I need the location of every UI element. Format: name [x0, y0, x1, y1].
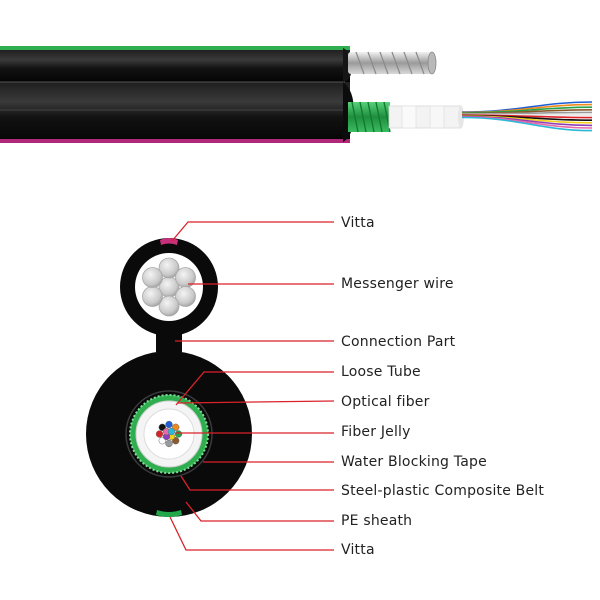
label-fiber-jelly: Fiber Jelly — [341, 424, 411, 440]
cross-section-fibers — [155, 420, 183, 448]
side-fiber-bundle — [461, 101, 593, 132]
cable-jacket-upper — [0, 48, 350, 82]
label-pe-sheath: PE sheath — [341, 513, 413, 529]
leader-vitta-bottom — [169, 516, 334, 551]
side-messenger-wire — [348, 51, 437, 75]
label-vitta-top: Vitta — [341, 215, 375, 231]
leader-vitta-top — [171, 221, 334, 242]
cable-side-view — [0, 46, 593, 143]
optical-fiber-core — [167, 427, 176, 436]
cable-jacket-lower — [0, 80, 350, 142]
label-steel-plastic-belt: Steel-plastic Composite Belt — [341, 483, 545, 499]
label-water-blocking-tape: Water Blocking Tape — [341, 454, 487, 470]
side-vitta-magenta — [0, 139, 350, 143]
side-water-blocking-tape — [348, 101, 391, 133]
side-vitta-green — [0, 46, 350, 50]
cable-cross-section — [86, 238, 252, 517]
vitta-bottom-mark — [156, 510, 182, 517]
optical-fiber-core — [174, 430, 183, 438]
side-loose-tube — [388, 105, 464, 129]
messenger-strands — [142, 257, 196, 317]
label-loose-tube: Loose Tube — [341, 364, 421, 380]
leader-lines — [169, 221, 335, 551]
label-connection-part: Connection Part — [341, 334, 456, 350]
label-messenger-wire: Messenger wire — [341, 276, 454, 292]
side-fiber-strand — [461, 116, 593, 132]
optical-fiber-core — [155, 430, 164, 438]
leader-loose-tube — [175, 371, 334, 406]
leader-steel-plastic-belt — [180, 475, 334, 491]
label-vitta-bottom: Vitta — [341, 542, 375, 558]
steel-plastic-belt — [125, 390, 213, 478]
leader-optical-fiber — [177, 400, 335, 404]
label-optical-fiber: Optical fiber — [341, 394, 430, 410]
optical-fiber-core — [165, 439, 173, 448]
leader-pe-sheath — [185, 501, 334, 522]
optical-fiber-core — [165, 420, 173, 429]
